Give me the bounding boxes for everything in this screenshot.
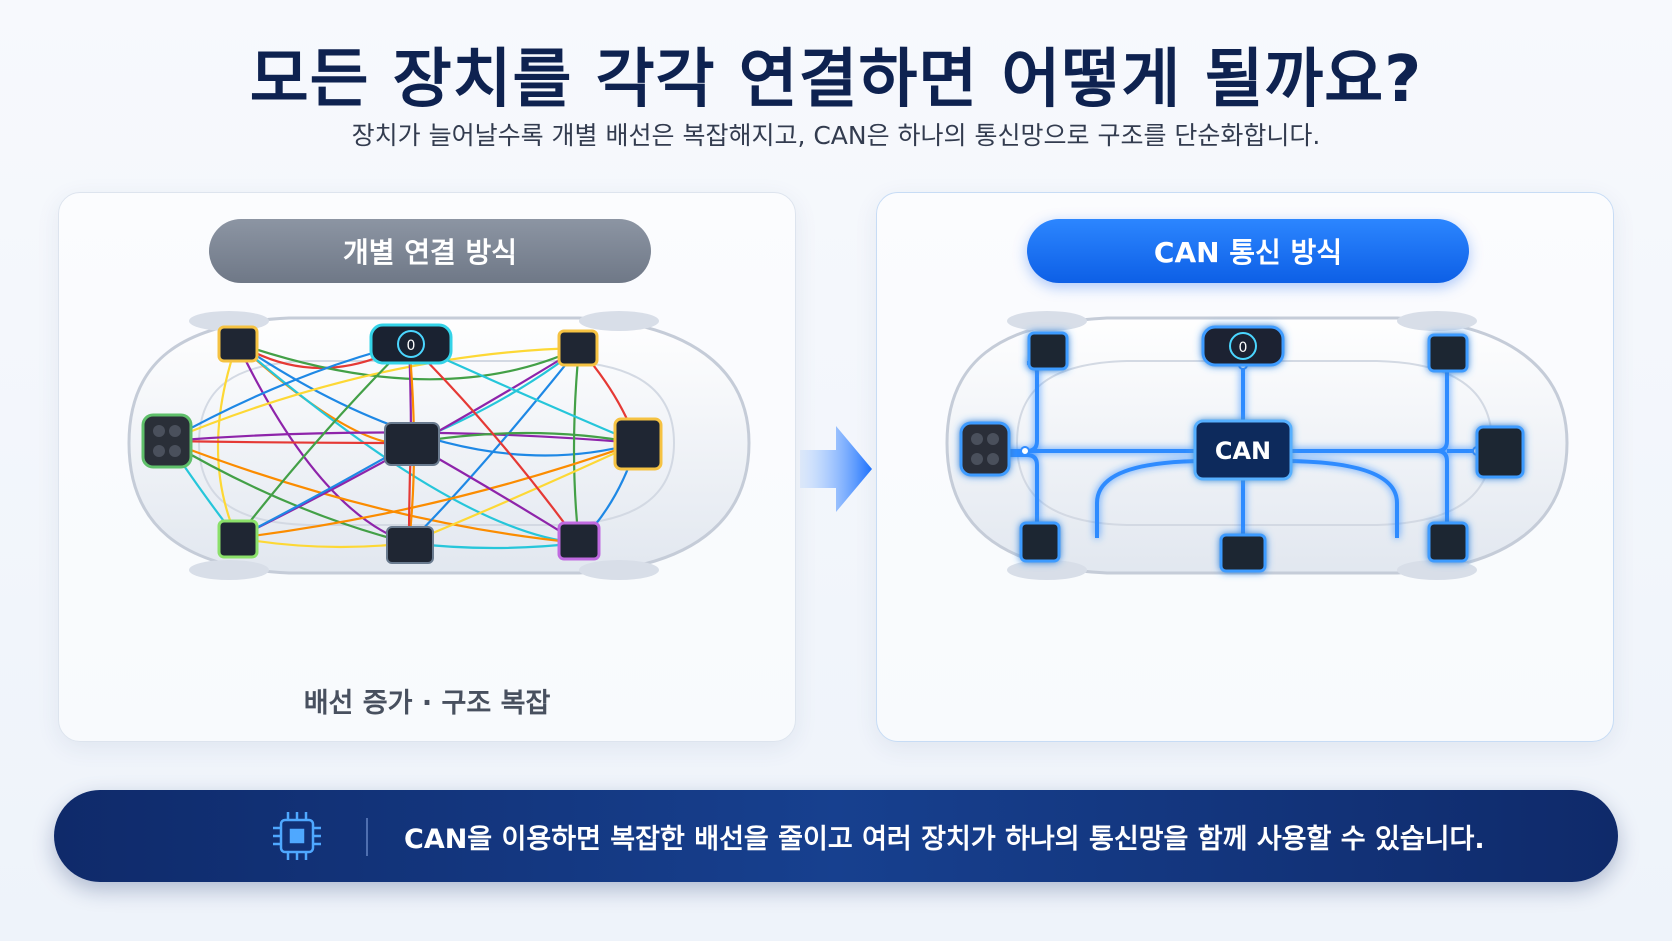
individual-wiring-label: 개별 연결 방식: [209, 219, 651, 283]
wiring-caption: 배선 증가 · 구조 복잡: [303, 688, 551, 719]
module-rear-right-r: [1427, 521, 1469, 563]
gauge-readout-left: 0: [407, 338, 416, 354]
can-network-panel: CAN 통신 방식: [876, 192, 1614, 742]
banner-message: CAN을 이용하면 복잡한 배선을 줄이고 여러 장치가 하나의 통신망을 함께…: [404, 823, 1485, 855]
summary-banner: CAN을 이용하면 복잡한 배선을 줄이고 여러 장치가 하나의 통신망을 함께…: [54, 790, 1618, 882]
module-rear-right: [557, 521, 601, 561]
module-rear-center: [386, 526, 434, 564]
banner-divider: [366, 818, 368, 856]
module-rear-left-r: [1019, 521, 1061, 563]
page-subtitle: 장치가 늘어날수록 개별 배선은 복잡해지고, CAN은 하나의 통신망으로 구…: [351, 121, 1321, 150]
module-rear-center-r: [1219, 533, 1267, 573]
center-module-left: [384, 422, 440, 466]
battery-module-left: [613, 417, 663, 471]
can-network-diagram: 0 CAN: [945, 311, 1569, 580]
can-hub: CAN: [1193, 419, 1293, 481]
gauge-readout-right: 0: [1239, 340, 1248, 356]
module-front-left: [217, 325, 259, 363]
instrument-cluster-right: 0: [1201, 325, 1285, 367]
chip-icon: [273, 812, 321, 860]
battery-module-right: [1475, 425, 1525, 479]
individual-wiring-diagram: 0: [127, 311, 751, 580]
can-hub-label: CAN: [1215, 437, 1271, 465]
page-title: 모든 장치를 각각 연결하면 어떻게 될까요?: [249, 43, 1423, 117]
module-front-right-r: [1427, 333, 1469, 373]
module-rear-left: [217, 519, 259, 559]
individual-wiring-panel: 개별 연결 방식: [58, 192, 796, 742]
can-network-label: CAN 통신 방식: [1027, 219, 1469, 283]
module-front-left-r: [1027, 331, 1069, 371]
tangled-wires: [165, 341, 639, 550]
engine-left: [141, 413, 193, 469]
module-front-right: [557, 329, 599, 367]
engine-right: [959, 421, 1011, 477]
instrument-cluster-left: 0: [369, 323, 453, 365]
transition-arrow-icon: [800, 426, 872, 512]
